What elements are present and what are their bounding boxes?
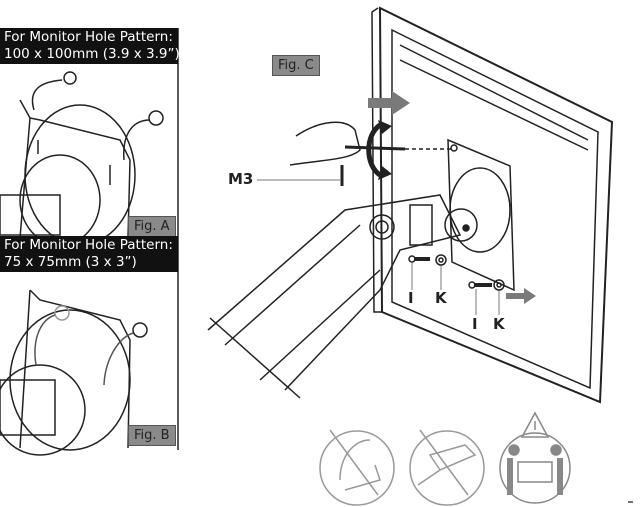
hand-with-allen-key	[257, 120, 452, 186]
callout-k-washer: K	[435, 289, 447, 307]
callout-i-screw: I	[408, 289, 414, 307]
no-force-icon	[319, 429, 395, 506]
fig-c-tag: Fig. C	[272, 55, 320, 76]
screws-and-washers	[408, 254, 505, 315]
pattern-line1: For Monitor Hole Pattern:	[4, 237, 173, 253]
pattern-line2: 100 x 100mm (3.9 x 3.9”)	[4, 46, 180, 62]
hole-pattern-label-75: For Monitor Hole Pattern: 75 x 75mm (3 x…	[0, 236, 178, 272]
callout-m3: M3	[228, 170, 254, 188]
fig-b-tag: Fig. B	[128, 425, 176, 446]
pattern-line2: 75 x 75mm (3 x 3”)	[4, 254, 137, 270]
monitor-back	[371, 6, 614, 404]
vesa-plate	[444, 138, 515, 292]
no-power-drill-icon	[409, 429, 485, 506]
fig-a-tag: Fig. A	[128, 216, 176, 237]
push-arrow-icon	[368, 91, 410, 115]
pull-arrow-icon	[506, 288, 536, 304]
monitor-arm	[207, 194, 462, 399]
pattern-line1: For Monitor Hole Pattern:	[4, 29, 173, 45]
hole-pattern-label-100: For Monitor Hole Pattern: 100 x 100mm (3…	[0, 28, 180, 64]
callout-k-washer-2: K	[493, 315, 505, 333]
rotate-arrow-icon	[366, 122, 382, 178]
left-panel-illustrations	[0, 28, 179, 456]
callout-i-screw-2: I	[472, 315, 478, 333]
two-person-lift-icon	[499, 411, 571, 504]
